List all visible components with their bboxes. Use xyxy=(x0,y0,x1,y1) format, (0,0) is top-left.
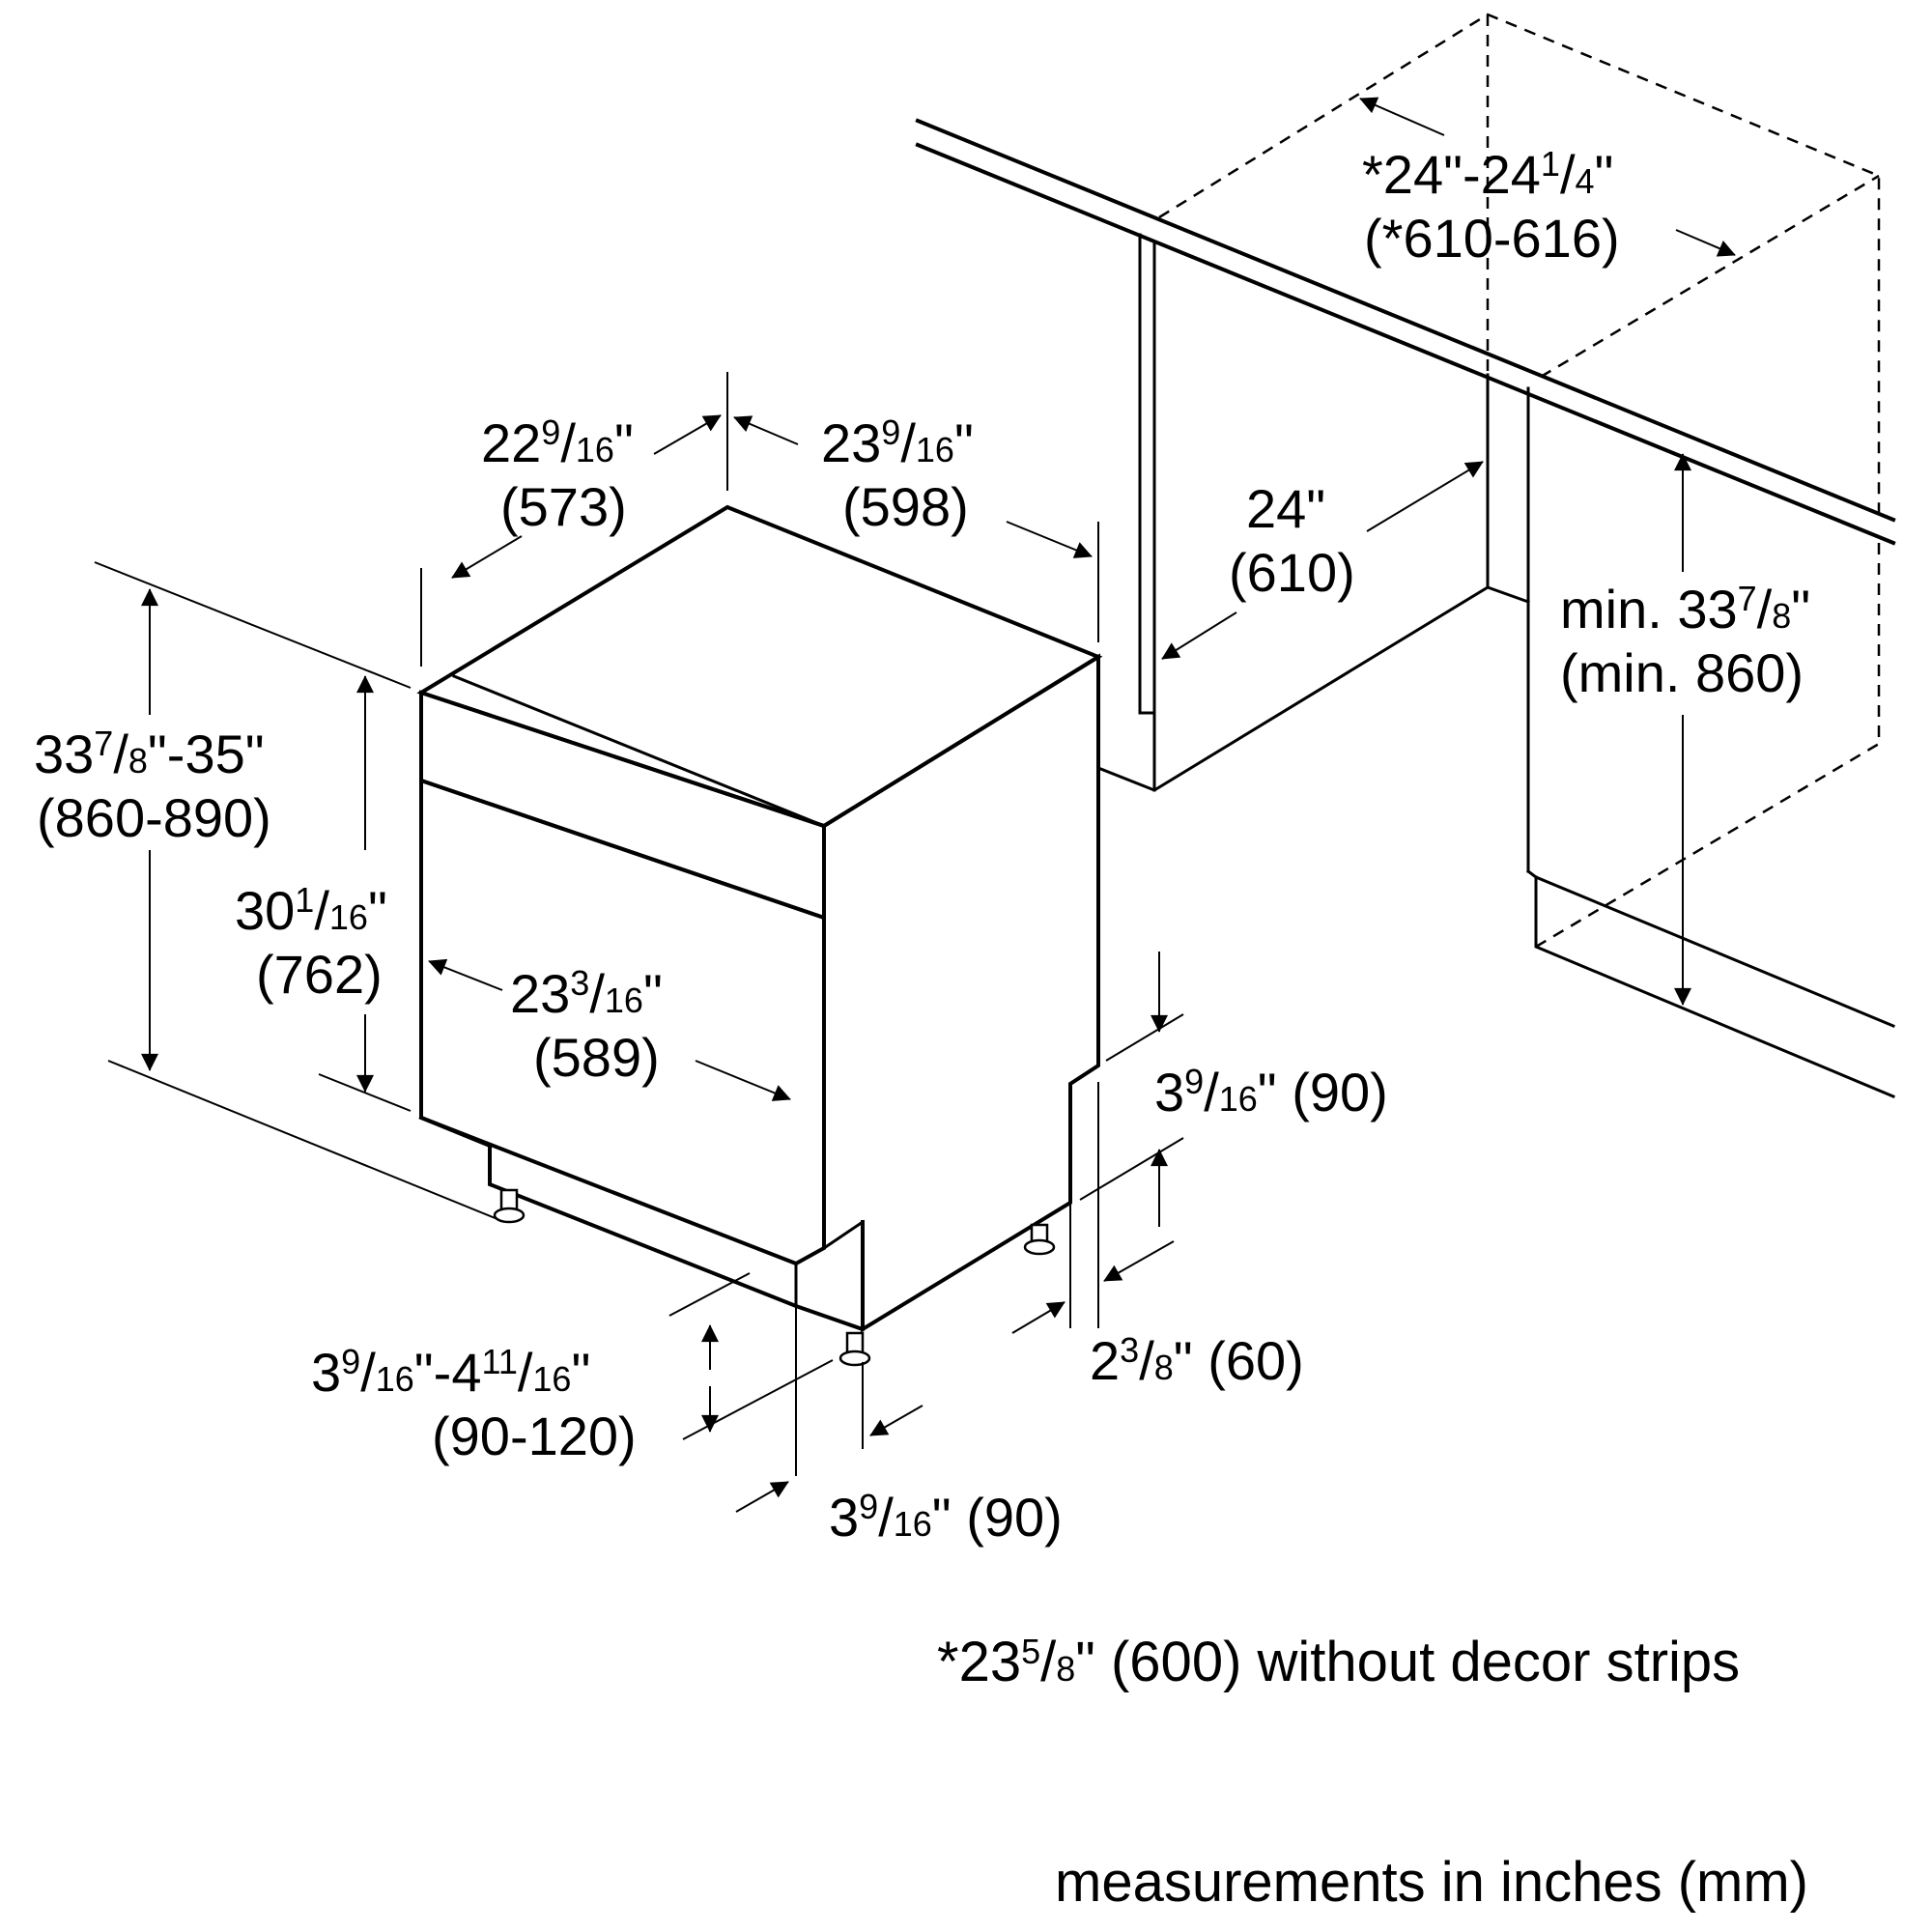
label-foot-height: 39/16"-411/16" (90-120) xyxy=(311,1342,637,1466)
niche-width-mm: (*610-616) xyxy=(1364,208,1620,269)
svg-text:229/16": 229/16" xyxy=(481,412,634,473)
label-min-height: min. 337/8" (min. 860) xyxy=(1560,579,1810,703)
control-panel xyxy=(419,690,826,921)
front-door xyxy=(419,778,826,1266)
svg-text:337/8"-35": 337/8"-35" xyxy=(34,724,265,784)
right-side-face xyxy=(821,653,1100,1333)
width-top-mm: (598) xyxy=(842,476,969,537)
installation-niche xyxy=(1158,13,1881,949)
svg-text:23/8" (60): 23/8" (60) xyxy=(1090,1330,1304,1391)
front-width-mm: (589) xyxy=(533,1027,660,1088)
label-toe-side: 39/16" (90) xyxy=(1154,1062,1388,1122)
foot-back-right xyxy=(1023,1223,1056,1256)
svg-text:39/16"-411/16": 39/16"-411/16" xyxy=(311,1342,590,1403)
svg-text:*235/8" (600) without decor st: *235/8" (600) without decor strips xyxy=(937,1631,1740,1693)
depth-left-mm: (573) xyxy=(500,476,627,537)
dimension-lines xyxy=(94,97,1736,1513)
foot-front-right xyxy=(838,1331,871,1367)
countertop xyxy=(915,118,1896,546)
dishwasher-body xyxy=(416,504,1103,1333)
footnote-decor-strips: *235/8" (600) without decor strips xyxy=(937,1631,1740,1693)
units-note: measurements in inches (mm) xyxy=(1055,1851,1808,1914)
label-total-height: 337/8"-35" (860-890) xyxy=(34,724,271,848)
body-height-mm: (762) xyxy=(256,944,383,1005)
label-depth-left: 229/16" (573) xyxy=(481,412,634,537)
label-toe-front: 39/16" (90) xyxy=(829,1487,1063,1548)
svg-text:39/16" (90): 39/16" (90) xyxy=(829,1487,1063,1548)
label-width-top: 239/16" (598) xyxy=(821,412,974,537)
right-cabinet xyxy=(1486,373,1895,1098)
svg-text:min. 337/8": min. 337/8" xyxy=(1560,579,1810,639)
svg-text:239/16": 239/16" xyxy=(821,412,974,473)
label-toe-recess: 23/8" (60) xyxy=(1090,1330,1304,1391)
label-front-width: 233/16" (589) xyxy=(510,963,663,1088)
label-cabinet-depth: 24" (610) xyxy=(1229,478,1355,603)
dishwasher-top-face xyxy=(416,504,1103,829)
svg-text:233/16": 233/16" xyxy=(510,963,663,1024)
svg-text:*24"-241/4": *24"-241/4" xyxy=(1362,144,1613,205)
svg-text:39/16" (90): 39/16" (90) xyxy=(1154,1062,1388,1122)
total-height-mm: (860-890) xyxy=(37,787,271,848)
foot-front-left xyxy=(493,1188,526,1224)
label-body-height: 301/16" (762) xyxy=(235,880,387,1005)
cabinet-depth-mm: (610) xyxy=(1229,542,1355,603)
adjustable-feet xyxy=(493,1188,1056,1367)
min-height-mm: (min. 860) xyxy=(1560,642,1804,703)
svg-text:24": 24" xyxy=(1246,478,1325,539)
base-plinth xyxy=(418,1115,866,1332)
svg-text:301/16": 301/16" xyxy=(235,880,387,941)
foot-height-mm: (90-120) xyxy=(432,1406,637,1466)
label-niche-width: *24"-241/4" (*610-616) xyxy=(1362,144,1620,269)
